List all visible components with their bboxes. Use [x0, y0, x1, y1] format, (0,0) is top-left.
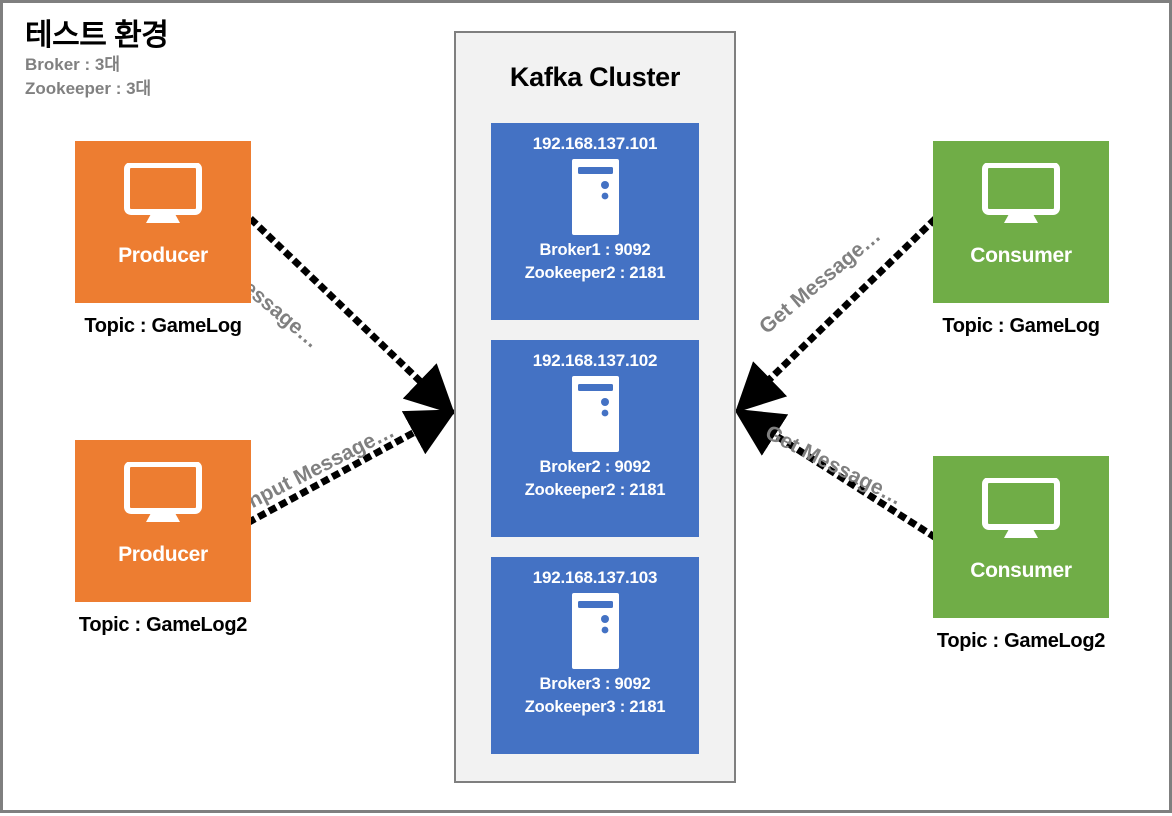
server-tower-icon [491, 371, 699, 456]
header: 테스트 환경 Broker : 3대 Zookeeper : 3대 [25, 19, 169, 100]
producer-label-2: Producer [118, 543, 208, 566]
arrow-label-get-message-1: Get Message… [755, 224, 886, 339]
consumer-box-1[interactable]: Consumer [933, 141, 1109, 303]
zookeeper-port-3: Zookeeper3 : 2181 [524, 698, 666, 717]
header-line-broker: Broker : 3대 [25, 55, 121, 74]
page-title: 테스트 환경 [25, 19, 169, 52]
broker-ip-2: 192.168.137.102 [532, 351, 658, 370]
producer-node-1[interactable]: Producer Topic : GameLog [75, 141, 251, 338]
producer-box-2[interactable]: Producer [75, 440, 251, 602]
consumer-node-2[interactable]: Consumer Topic : GameLog2 [933, 456, 1114, 653]
producer-box-1[interactable]: Producer [75, 141, 251, 303]
broker-port-1: Broker1 : 9092 [539, 241, 651, 259]
arrow-label-get-message-2: Get Message… [761, 421, 907, 510]
producer-label-1: Producer [118, 244, 208, 267]
consumer-box-2[interactable]: Consumer [933, 456, 1109, 618]
server-tower-icon [491, 154, 699, 239]
arrow-input-message-2 [246, 409, 457, 526]
consumer-topic-2: Topic : GameLog2 [936, 630, 1106, 652]
broker-card-3[interactable]: 192.168.137.103 Broker3 : 9092 Zookeeper… [491, 557, 699, 754]
broker-ip-3: 192.168.137.103 [532, 568, 658, 587]
arrow-label-input-message-2: Input Message… [239, 419, 399, 516]
producer-node-2[interactable]: Producer Topic : GameLog2 [75, 440, 251, 637]
broker-port-2: Broker2 : 9092 [539, 458, 651, 476]
server-tower-icon [491, 588, 699, 673]
consumer-node-1[interactable]: Consumer Topic : GameLog [933, 141, 1114, 338]
broker-ip-1: 192.168.137.101 [532, 134, 658, 153]
zookeeper-port-2: Zookeeper2 : 2181 [524, 481, 666, 500]
consumer-label-1: Consumer [970, 244, 1072, 267]
broker-port-3: Broker3 : 9092 [539, 675, 651, 693]
consumer-topic-1: Topic : GameLog [942, 315, 1100, 337]
monitor-icon [124, 162, 202, 230]
broker-card-1[interactable]: 192.168.137.101 Broker1 : 9092 Zookeeper… [491, 123, 699, 320]
zookeeper-port-1: Zookeeper2 : 2181 [524, 264, 666, 283]
consumer-label-2: Consumer [970, 559, 1072, 582]
cluster-title: Kafka Cluster [509, 62, 681, 92]
monitor-icon [982, 162, 1060, 230]
monitor-icon [982, 477, 1060, 545]
producer-topic-2: Topic : GameLog2 [78, 614, 248, 636]
broker-card-2[interactable]: 192.168.137.102 Broker2 : 9092 Zookeeper… [491, 340, 699, 537]
monitor-icon [124, 461, 202, 529]
kafka-cluster-container: Kafka Cluster 192.168.137.101 Broker1 : … [454, 31, 736, 783]
producer-topic-1: Topic : GameLog [84, 315, 242, 337]
header-line-zookeeper: Zookeeper : 3대 [25, 78, 152, 98]
